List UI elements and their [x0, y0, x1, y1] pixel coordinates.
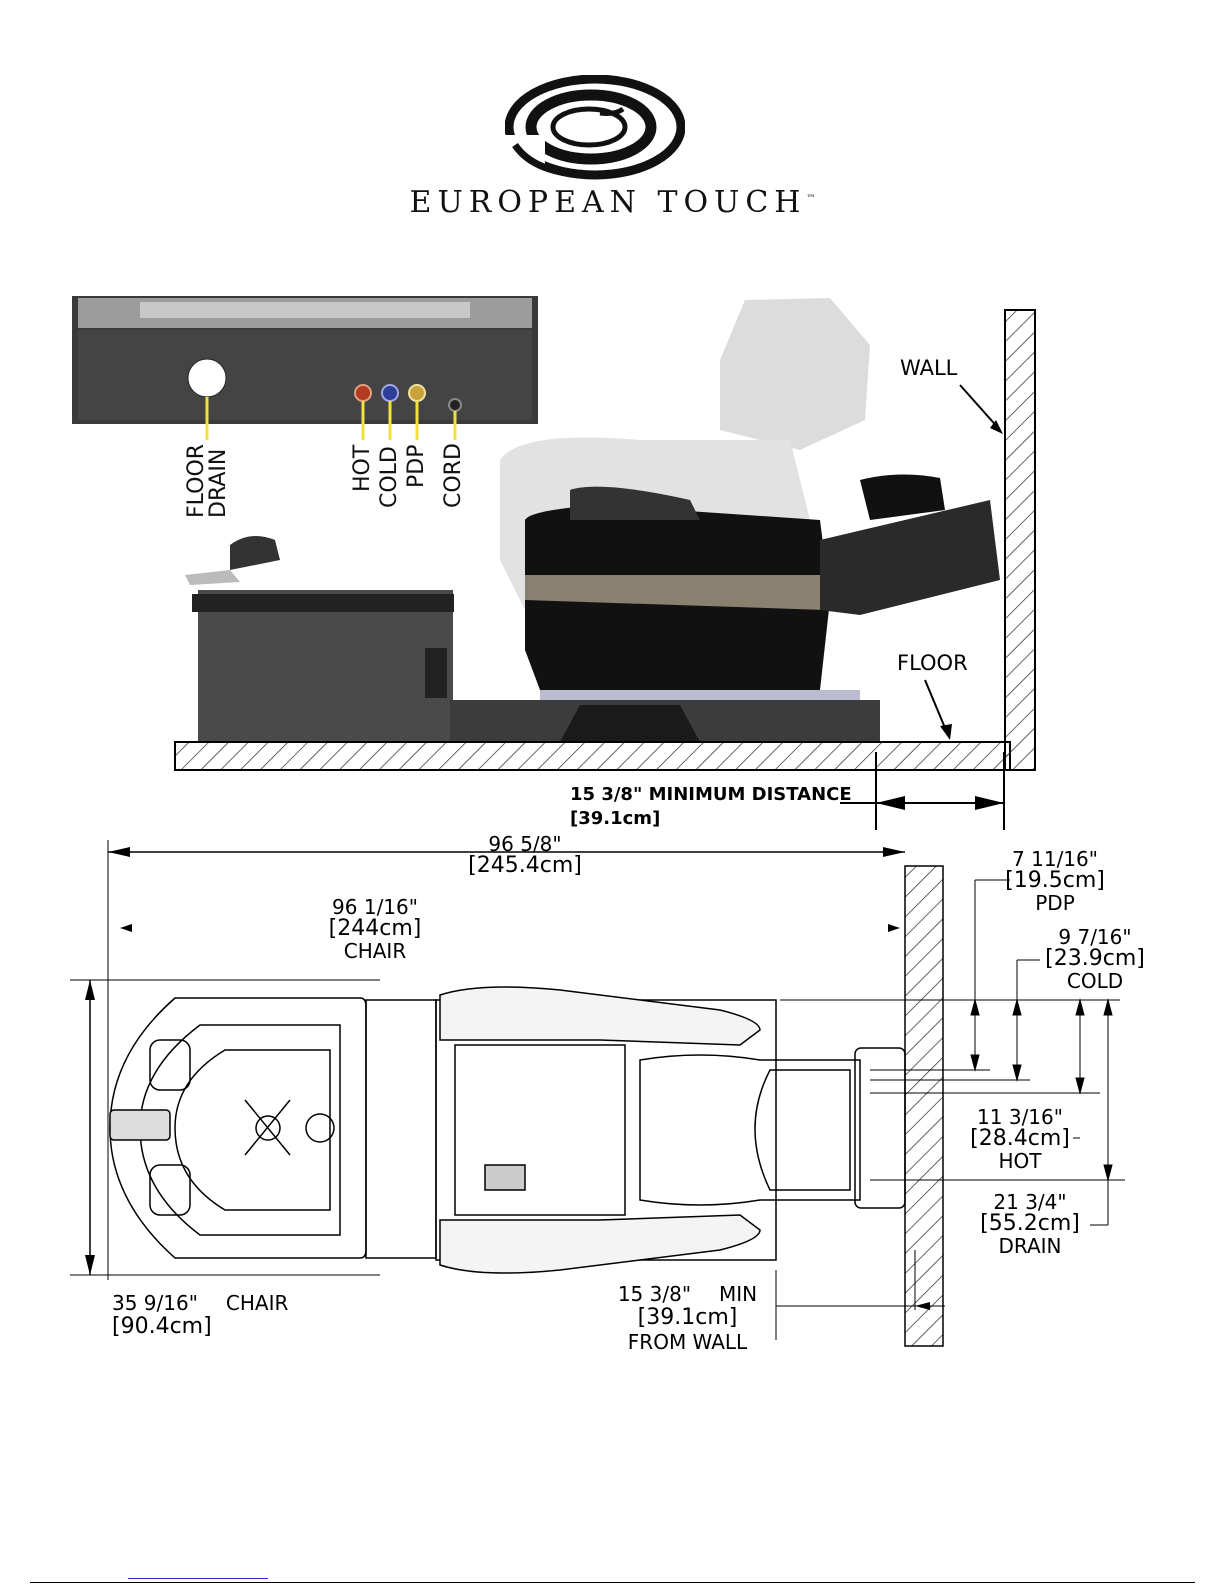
chair-length-dimension: 96 1/16" [244cm] CHAIR: [300, 896, 450, 962]
min-distance-metric: [39.1cm]: [570, 810, 660, 828]
callout-pdp-text: PDP: [404, 445, 429, 488]
chair-top: [436, 987, 905, 1273]
cord-port-icon: [449, 399, 461, 411]
min-distance-imperial: 15 3/8" MINIMUM DISTANCE: [570, 786, 852, 804]
chair-width-metric: [90.4cm]: [112, 1315, 288, 1339]
chair-length-label: CHAIR: [300, 940, 450, 962]
hot-metric: [28.4cm]: [955, 1128, 1085, 1150]
callout-pdp: PDP: [406, 445, 428, 488]
pdp-label: PDP: [990, 892, 1120, 914]
pdp-imperial: 7 11/16": [990, 848, 1120, 870]
wall-hatch: [1005, 310, 1035, 770]
drain-label: DRAIN: [965, 1235, 1095, 1257]
overall-length-imperial: 96 5/8": [450, 833, 600, 855]
pedicure-side-view-drawing: [0, 0, 1225, 860]
foot-bath-top: [110, 998, 366, 1258]
hot-dimension: 11 3/16" [28.4cm] HOT: [955, 1106, 1085, 1172]
min-from-wall-label: FROM WALL: [600, 1330, 775, 1354]
chair-length-metric: [244cm]: [300, 918, 450, 940]
callout-cold: COLD: [379, 446, 401, 508]
cold-port-icon: [382, 385, 398, 401]
cold-dimension: 9 7/16" [23.9cm] COLD: [1030, 926, 1160, 992]
callout-cord-text: CORD: [441, 443, 466, 508]
footer-link-underline[interactable]: [128, 1578, 268, 1579]
top-wall-hatch: [905, 866, 943, 1346]
cold-label: COLD: [1030, 970, 1160, 992]
chair-length-imperial: 96 1/16": [300, 896, 450, 918]
drain-imperial: 21 3/4": [965, 1191, 1095, 1213]
pdp-metric: [19.5cm]: [990, 870, 1120, 892]
chair-width-dimension: 35 9/16" CHAIR [90.4cm]: [112, 1291, 288, 1339]
drain-dimension: 21 3/4" [55.2cm] DRAIN: [965, 1191, 1095, 1257]
drain-metric: [55.2cm]: [965, 1213, 1095, 1235]
hot-imperial: 11 3/16": [955, 1106, 1085, 1128]
hot-port-icon: [355, 385, 371, 401]
callout-cold-text: COLD: [377, 446, 402, 508]
chair-width-label: CHAIR: [226, 1291, 288, 1315]
floor-hatch: [175, 742, 1010, 770]
pdp-dimension: 7 11/16" [19.5cm] PDP: [990, 848, 1120, 914]
min-from-wall-metric: [39.1cm]: [600, 1306, 775, 1330]
min-from-wall-dimension: 15 3/8" MIN [39.1cm] FROM WALL: [600, 1282, 775, 1354]
cold-imperial: 9 7/16": [1030, 926, 1160, 948]
min-from-wall-suffix: MIN: [719, 1282, 757, 1306]
wall-label: WALL: [900, 358, 957, 379]
chair-width-imperial: 35 9/16": [112, 1291, 198, 1315]
cold-metric: [23.9cm]: [1030, 948, 1160, 970]
callout-hot: HOT: [352, 445, 374, 492]
overall-length-metric: [245.4cm]: [450, 855, 600, 877]
hot-label: HOT: [955, 1150, 1085, 1172]
callout-floor-drain-line: DRAIN: [208, 444, 230, 518]
footer-rule: [30, 1582, 1195, 1583]
pdp-port-icon: [409, 385, 425, 401]
callout-floor-drain-line: FLOOR: [186, 444, 208, 518]
floor-drain-port: [188, 359, 226, 397]
min-from-wall-imperial: 15 3/8": [618, 1282, 691, 1306]
overall-length-dimension: 96 5/8" [245.4cm]: [450, 833, 600, 877]
callout-cord: CORD: [443, 443, 465, 508]
back-panel-inset: [72, 296, 538, 440]
floor-label: FLOOR: [897, 653, 968, 674]
callout-hot-text: HOT: [350, 445, 375, 492]
